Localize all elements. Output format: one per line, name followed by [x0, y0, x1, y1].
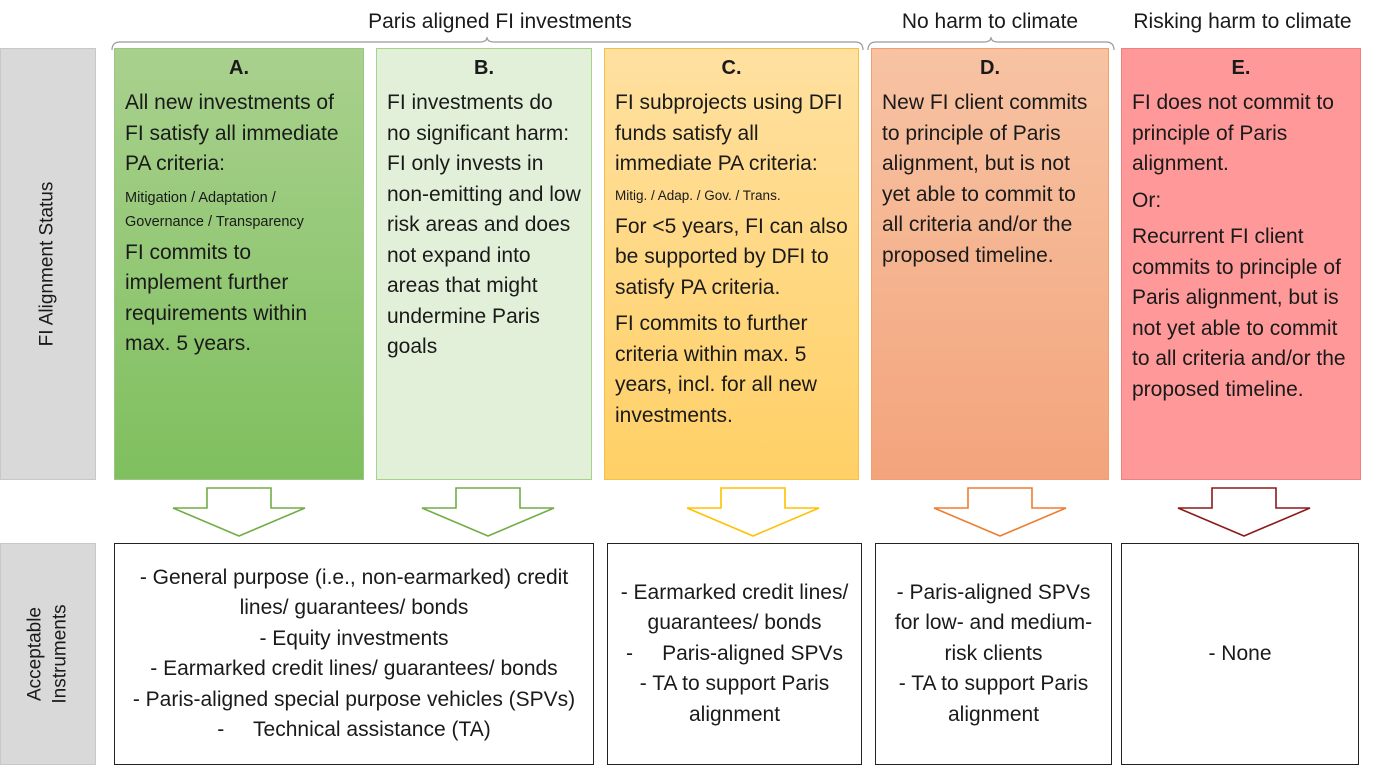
instruments-label-box: Acceptable Instruments	[0, 543, 96, 765]
column-e-text-2: Or:	[1132, 188, 1162, 212]
column-d-letter: D.	[980, 57, 1000, 79]
column-c-text-2: For <5 years, FI can also be supported b…	[615, 214, 848, 299]
alignment-status-label: FI Alignment Status	[36, 181, 58, 347]
instrument-item: - Paris-aligned SPVs	[625, 641, 844, 665]
header-no-harm: No harm to climate	[901, 10, 1079, 33]
column-e-text-1: FI does not commit to principle of Paris…	[1132, 91, 1334, 175]
instrument-item: - TA to support Paris alignment	[639, 672, 830, 726]
column-e: E. FI does not commit to principle of Pa…	[1121, 48, 1361, 480]
column-b: B. FI investments do no significant harm…	[376, 48, 592, 480]
instruments-label-line2: Instruments	[49, 604, 70, 704]
column-e-letter: E.	[1231, 57, 1251, 79]
column-c-letter: C.	[721, 57, 742, 79]
alignment-status-label-box: FI Alignment Status	[0, 48, 96, 480]
instruments-box-ab: - General purpose (i.e., non-earmarked) …	[114, 543, 594, 765]
column-d-text-1: New FI client commits to principle of Pa…	[882, 91, 1088, 267]
column-a-text-1: All new investments of FI satisfy all im…	[125, 91, 339, 175]
column-d: D. New FI client commits to principle of…	[871, 48, 1109, 480]
instrument-item: - Technical assistance (TA)	[217, 718, 491, 741]
header-risking-harm: Risking harm to climate	[1133, 10, 1352, 33]
instruments-label-line1: Acceptable	[24, 606, 46, 702]
instrument-item: - Earmarked credit lines/ guarantees/ bo…	[150, 657, 558, 680]
column-a: A. All new investments of FI satisfy all…	[114, 48, 364, 480]
instruments-box-d: - Paris-aligned SPVs for low- and medium…	[875, 543, 1112, 765]
column-c-text-3: FI commits to further criteria within ma…	[615, 312, 817, 427]
column-e-text-3: Recurrent FI client commits to principle…	[1132, 225, 1346, 401]
instrument-item: - General purpose (i.e., non-earmarked) …	[139, 565, 569, 620]
header-paris-aligned: Paris aligned FI investments	[368, 10, 632, 33]
instrument-item: - Earmarked credit lines/ guarantees/ bo…	[620, 580, 849, 635]
arrow-down-icon-a	[172, 487, 306, 537]
column-b-text-1: FI investments do no significant harm: F…	[387, 91, 581, 358]
brace-paris-aligned	[111, 36, 864, 51]
instrument-item: - None	[1208, 641, 1272, 665]
column-b-letter: B.	[474, 57, 494, 79]
column-c-criteria: Mitig. / Adap. / Gov. / Trans.	[615, 187, 781, 203]
arrow-down-icon-c	[686, 487, 820, 537]
instrument-item: - Equity investments	[259, 626, 449, 650]
instruments-box-e: - None	[1121, 543, 1359, 765]
column-a-criteria: Mitigation / Adaptation / Governance / T…	[125, 189, 304, 230]
column-c-text-1: FI subprojects using DFI funds satisfy a…	[615, 91, 843, 175]
arrow-down-icon-d	[933, 487, 1067, 537]
instrument-item: - Paris-aligned SPVs for low- and medium…	[894, 580, 1093, 665]
instrument-item: - Paris-aligned special purpose vehicles…	[132, 687, 576, 711]
column-a-text-2: FI commits to implement further requirem…	[125, 240, 308, 356]
instrument-item: - TA to support Paris alignment	[898, 672, 1089, 726]
arrow-down-icon-b	[421, 487, 555, 537]
instruments-box-c: - Earmarked credit lines/ guarantees/ bo…	[607, 543, 862, 765]
column-a-letter: A.	[229, 57, 249, 79]
column-c: C. FI subprojects using DFI funds satisf…	[604, 48, 859, 480]
brace-no-harm	[867, 36, 1115, 51]
instruments-label: Acceptable Instruments	[23, 604, 72, 703]
arrow-down-icon-e	[1177, 487, 1311, 537]
